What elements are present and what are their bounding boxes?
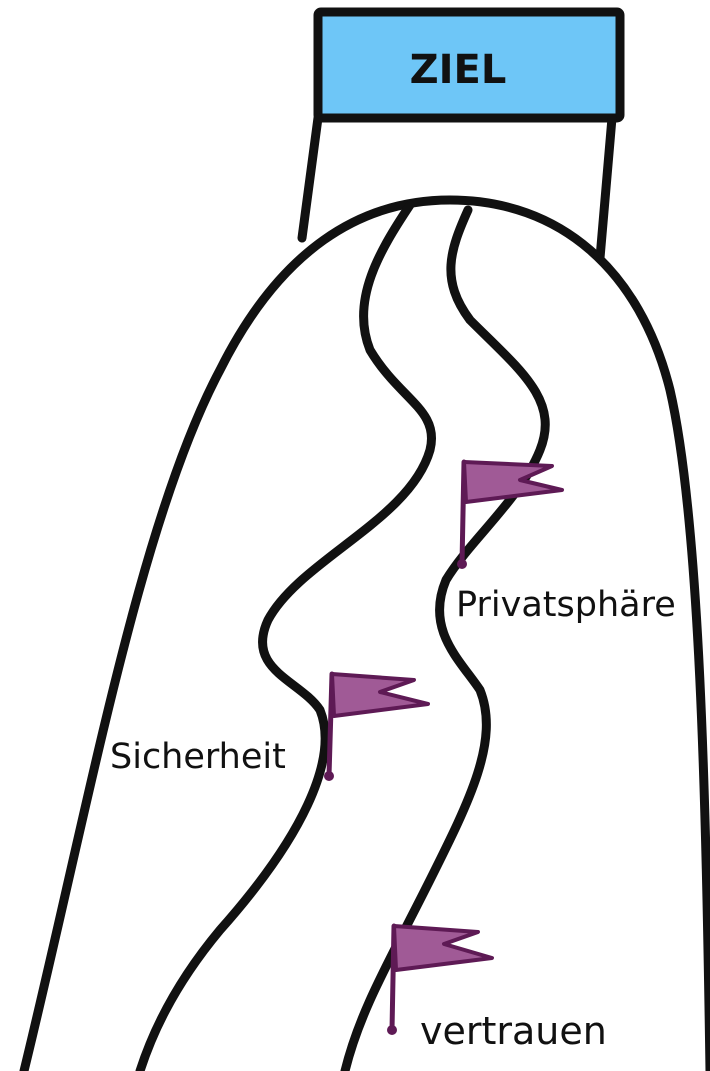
goal-label: ZIEL: [410, 47, 507, 93]
flag-cloth-icon: [464, 462, 562, 502]
gate-right-post: [600, 118, 612, 258]
goal-banner: ZIEL: [318, 12, 620, 118]
flag-base-icon: [387, 1025, 397, 1035]
flag-base-icon: [457, 559, 467, 569]
milestone-label-vertrauen: vertrauen: [420, 1009, 607, 1053]
gate-left-post: [302, 118, 318, 238]
flag-privatsphaere: [457, 462, 562, 569]
flag-sicherheit: [324, 674, 428, 781]
milestone-label-privatsphaere: Privatsphäre: [456, 585, 676, 625]
flag-base-icon: [324, 771, 334, 781]
flag-cloth-icon: [394, 926, 492, 970]
road-lane-left: [140, 205, 432, 1071]
flag-cloth-icon: [332, 674, 428, 716]
milestone-label-sicherheit: Sicherheit: [110, 737, 286, 777]
